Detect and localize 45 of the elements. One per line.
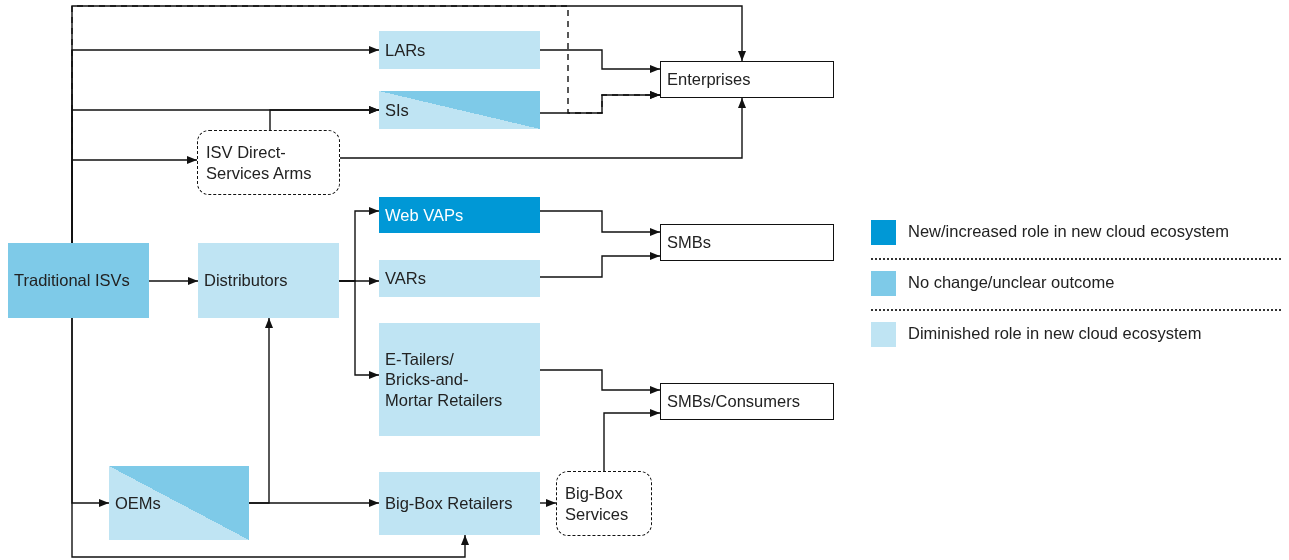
arrow (338, 280, 380, 379)
channel-box (379, 260, 540, 297)
arrow (269, 106, 380, 131)
dashed-rounded-box (556, 471, 652, 536)
channel-box (379, 472, 540, 535)
node-label: SMBs (667, 232, 711, 253)
node-label: SIs (385, 99, 409, 121)
arrow (339, 97, 746, 159)
channel-box (109, 466, 249, 540)
arrow (539, 49, 661, 73)
arrow (603, 409, 661, 472)
legend-label: New/increased role in new cloud ecosystem (908, 222, 1229, 241)
node-label: Traditional ISVs (14, 270, 130, 291)
node-label: Big-Box Retailers (385, 493, 513, 514)
dashed-rounded-box (197, 130, 340, 195)
channel-box (379, 323, 540, 436)
arrow (71, 317, 469, 558)
channel-box (379, 197, 540, 233)
channel-box (8, 243, 149, 318)
channel-box (379, 91, 540, 129)
node-label: Big-Box Services (565, 482, 630, 525)
node-label: E-Tailers/ Bricks-and-Mortar Retailers (385, 348, 504, 411)
node-label: OEMs (115, 492, 161, 514)
node-label: Enterprises (667, 69, 751, 90)
legend-label: No change/unclear outcome (908, 273, 1115, 292)
arrow (71, 156, 198, 244)
node-label: Distributors (204, 270, 288, 291)
node-label: LARs (385, 39, 426, 61)
node-label: Web VAPs (385, 204, 464, 226)
arrow (539, 91, 661, 114)
arrow (539, 499, 557, 507)
legend-label: Diminished role in new cloud ecosystem (908, 324, 1202, 343)
arrow (539, 369, 661, 394)
customer-box (660, 224, 834, 261)
channel-box (198, 243, 339, 318)
arrow (148, 277, 199, 285)
arrow (248, 317, 273, 504)
customer-box (660, 383, 834, 420)
channel-box (379, 31, 540, 69)
node-label: VARs (385, 268, 426, 289)
arrow (539, 252, 661, 278)
arrow (539, 210, 661, 236)
customer-box (660, 61, 834, 98)
node-label: ISV Direct-Services Arms (206, 141, 313, 184)
node-label: SMBs/Consumers (667, 391, 800, 412)
